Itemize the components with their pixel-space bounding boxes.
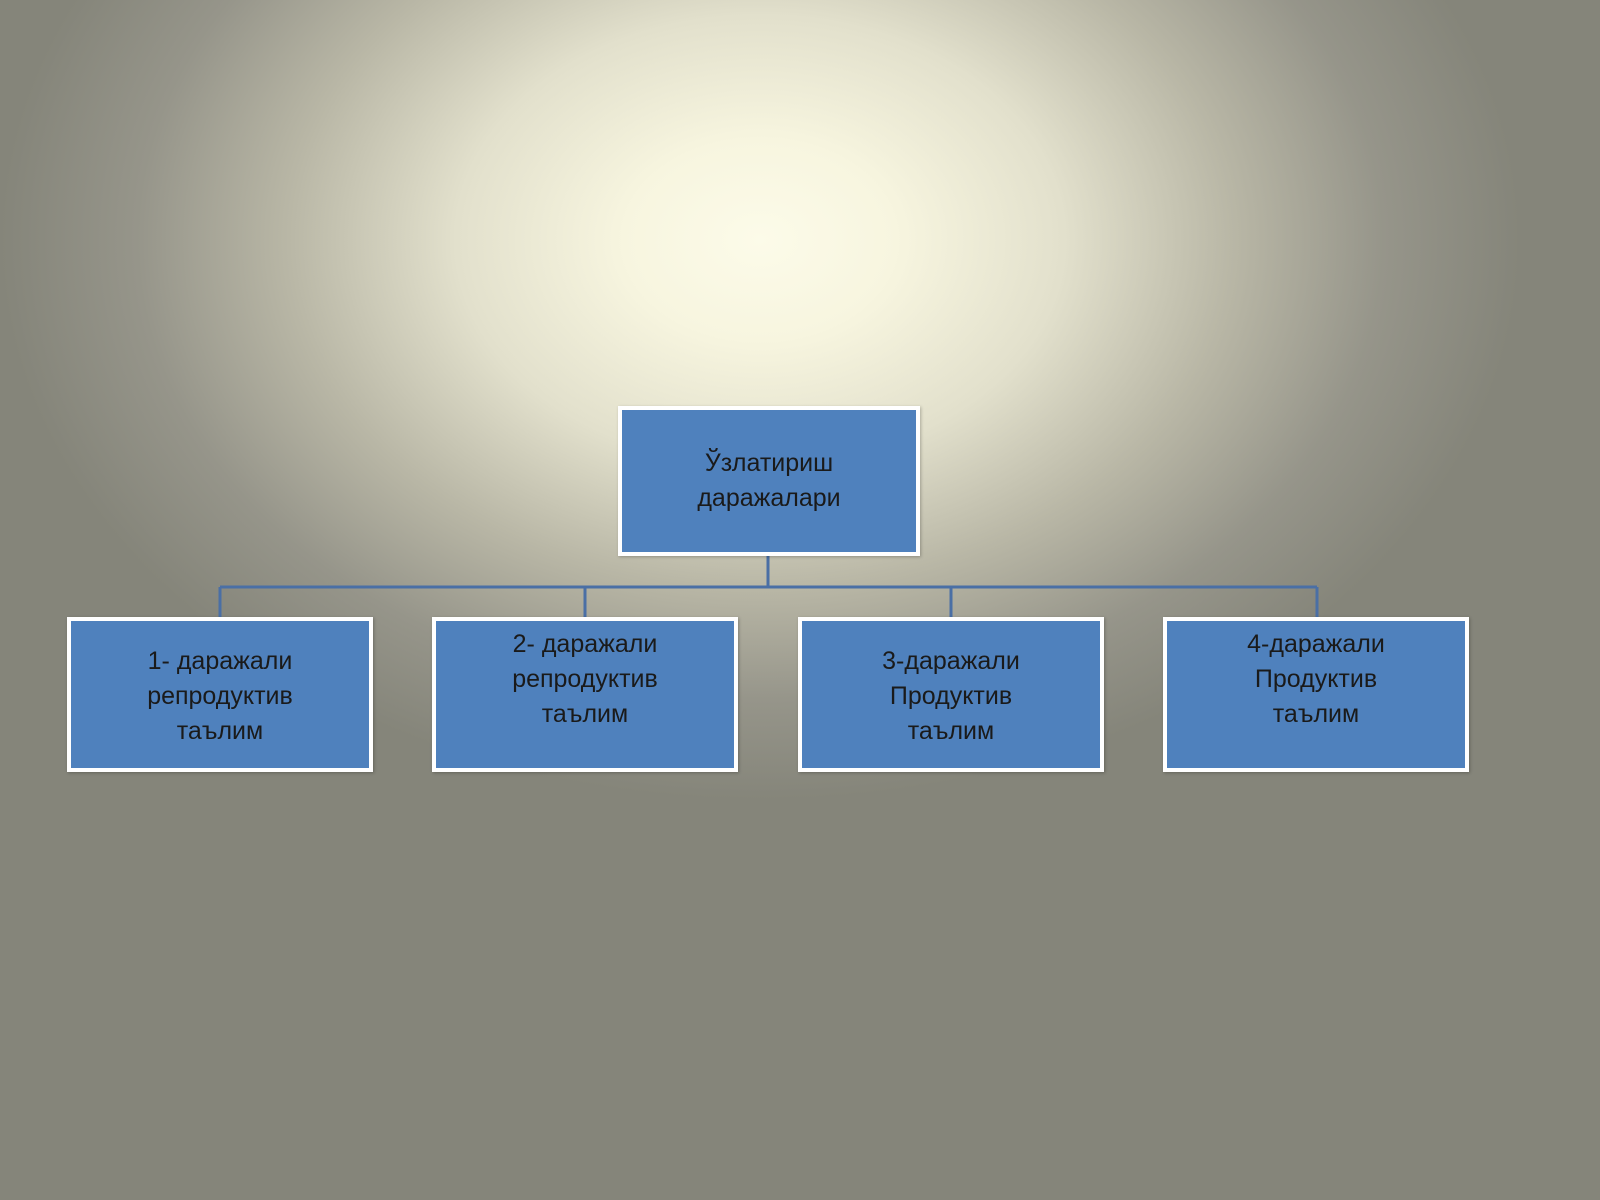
child-node-label: 3-даражали Продуктив таълим — [882, 647, 1020, 745]
child-node-label: 2- даражали репродуктив таълим — [512, 630, 658, 728]
child-node-label: 4-даражали Продуктив таълим — [1247, 630, 1385, 728]
root-node-label: Ўзлатириш даражалари — [697, 449, 841, 512]
child-node-level-2: 2- даражали репродуктив таълим — [432, 617, 738, 772]
child-node-level-1: 1- даражали репродуктив таълим — [67, 617, 373, 772]
child-node-level-4: 4-даражали Продуктив таълим — [1163, 617, 1469, 772]
root-node: Ўзлатириш даражалари — [618, 406, 920, 556]
child-node-level-3: 3-даражали Продуктив таълим — [798, 617, 1104, 772]
child-node-label: 1- даражали репродуктив таълим — [147, 647, 293, 745]
